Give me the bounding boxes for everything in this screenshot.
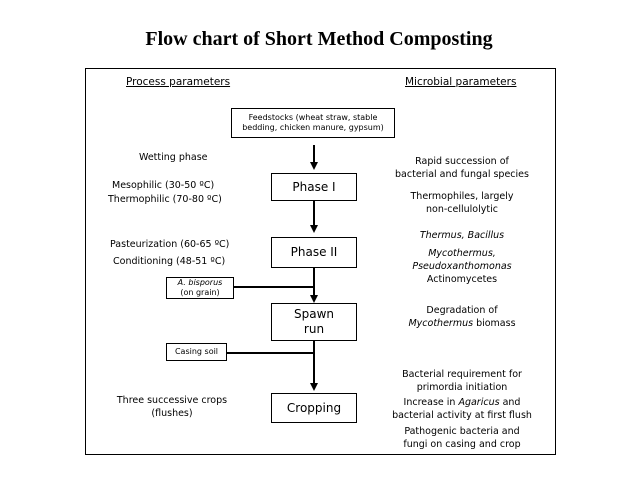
wetting-phase-text: Wetting phase — [139, 152, 208, 163]
pathogenic-line-2: fungi on casing and crop — [403, 439, 521, 450]
rapid-succession-line-2: bacterial and fungal species — [395, 169, 529, 180]
arrow-feedstocks-phase1-head — [310, 162, 318, 170]
spawn-run-line-1: Spawn — [293, 307, 334, 321]
increase-italic: Agaricus — [458, 397, 500, 408]
feedstocks-line-1: Feedstocks (wheat straw, stable — [248, 113, 378, 122]
phase1-label: Phase I — [292, 179, 336, 194]
casing-soil-box: Casing soil — [166, 343, 227, 361]
arrow-phase1-phase2-shaft — [313, 200, 315, 225]
page-title: Flow chart of Short Method Composting — [145, 28, 493, 50]
phase2-label: Phase II — [290, 245, 338, 259]
rapid-succession-text: Rapid succession of bacterial and fungal… — [388, 155, 536, 181]
degradation-italic: Mycothermus — [408, 318, 474, 329]
increase-post: and — [499, 397, 521, 408]
process-parameters-header: Process parameters — [126, 76, 231, 88]
degradation-rest: biomass — [473, 318, 516, 329]
requirement-line-2: primordia initiation — [416, 382, 508, 393]
bacterial-requirement-text: Bacterial requirement for primordia init… — [388, 368, 536, 394]
mycothermus-line-1: Mycothermus, — [428, 248, 496, 259]
requirement-line-1: Bacterial requirement for — [402, 369, 522, 380]
cropping-label: Cropping — [286, 400, 342, 415]
arrow-phase2-spawn-head — [310, 295, 318, 303]
increase-line-1: Increase in Agaricus and — [378, 396, 546, 409]
arrow-phase1-phase2-head — [310, 225, 318, 233]
pathogenic-text: Pathogenic bacteria and fungi on casing … — [388, 425, 536, 451]
microbial-parameters-header: Microbial parameters — [405, 76, 517, 88]
degradation-line-2: Mycothermus biomass — [388, 317, 536, 330]
casing-soil-label: Casing soil — [174, 347, 219, 356]
degradation-line-1: Degradation of — [426, 305, 498, 316]
arrow-feedstocks-phase1-shaft — [313, 145, 315, 162]
flowchart-frame — [85, 68, 556, 455]
increase-line-2: bacterial activity at first flush — [392, 410, 532, 421]
spawn-run-line-2: run — [303, 322, 325, 336]
a-bisporus-line-1: A. bisporus — [177, 278, 223, 287]
pathogenic-line-1: Pathogenic bacteria and — [404, 426, 520, 437]
arrow-phase2-spawn-shaft — [313, 268, 315, 295]
spawn-run-box: Spawn run — [271, 303, 357, 341]
actinomycetes-line: Actinomycetes — [426, 274, 498, 285]
a-bisporus-line-2: (on grain) — [180, 288, 220, 297]
thermophiles-text: Thermophiles, largely non-cellulolytic — [388, 190, 536, 216]
thermophilic-text: Thermophilic (70-80 ºC) — [108, 194, 222, 205]
conditioning-text: Conditioning (48-51 ºC) — [113, 256, 226, 267]
pasteurization-text: Pasteurization (60-65 ºC) — [110, 239, 230, 250]
a-bisporus-box: A. bisporus (on grain) — [166, 277, 234, 299]
phase2-box: Phase II — [271, 237, 357, 268]
degradation-text: Degradation of Mycothermus biomass — [388, 304, 536, 330]
arrow-spawn-cropping-shaft — [313, 340, 315, 383]
rapid-succession-line-1: Rapid succession of — [415, 156, 509, 167]
connector-casing-soil — [227, 352, 314, 354]
thermophiles-line-2: non-cellulolytic — [426, 204, 498, 215]
cropping-box: Cropping — [271, 393, 357, 423]
feedstocks-line-2: bedding, chicken manure, gypsum) — [242, 123, 384, 132]
mesophilic-text: Mesophilic (30-50 ºC) — [112, 180, 215, 191]
mycothermus-line-2: Pseudoxanthomonas — [412, 261, 512, 272]
three-crops-text: Three successive crops (flushes) — [108, 394, 236, 420]
thermus-bacillus-text: Thermus, Bacillus — [419, 230, 505, 241]
increase-agaricus-text: Increase in Agaricus and bacterial activ… — [378, 396, 546, 422]
mycothermus-text: Mycothermus, Pseudoxanthomonas Actinomyc… — [388, 247, 536, 286]
phase1-box: Phase I — [271, 173, 357, 201]
increase-pre: Increase in — [403, 397, 459, 408]
three-crops-line-2: (flushes) — [151, 408, 193, 419]
three-crops-line-1: Three successive crops — [116, 395, 228, 406]
arrow-spawn-cropping-head — [310, 383, 318, 391]
thermophiles-line-1: Thermophiles, largely — [410, 191, 514, 202]
connector-a-bisporus — [234, 286, 314, 288]
feedstocks-box: Feedstocks (wheat straw, stable bedding,… — [231, 108, 395, 138]
